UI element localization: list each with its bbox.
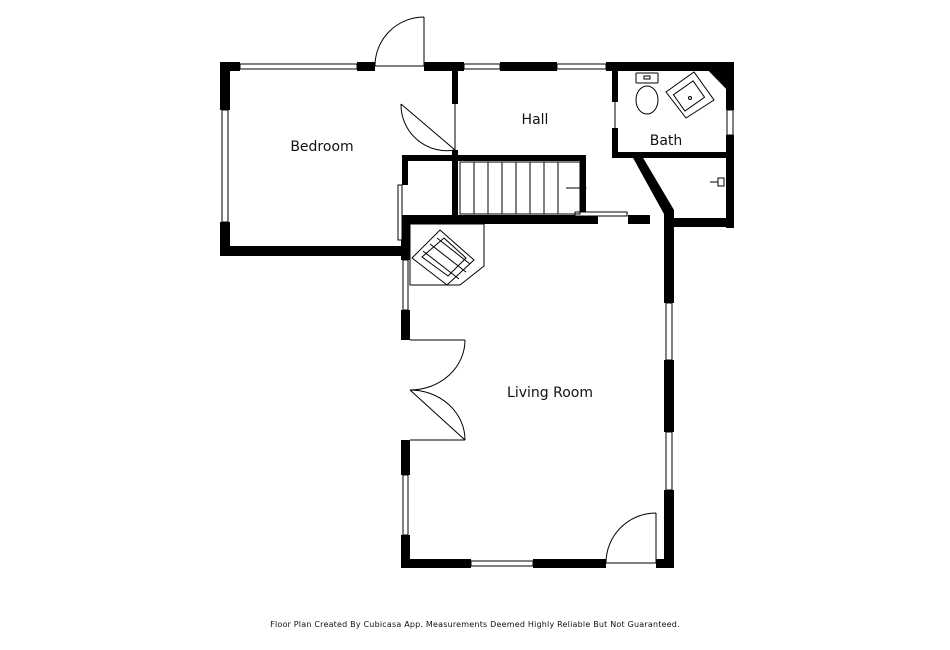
bath-south-wall [612, 152, 732, 158]
fireplace [409, 223, 485, 286]
stairs [459, 161, 587, 215]
bedroom-west-wall-top [220, 62, 230, 110]
living-north-wall-a [402, 215, 598, 224]
door-living-north-slide [574, 211, 628, 217]
living-south-wall-a [401, 559, 471, 568]
walls [220, 62, 734, 568]
stair-north-wall [455, 155, 585, 161]
living-east-wall-a [664, 218, 674, 303]
window-bath-east [726, 109, 734, 136]
door-entry-north [374, 16, 425, 67]
bedroom-south-wall [220, 246, 410, 256]
top-wall-mid-a [357, 62, 375, 71]
stair-east-wall [580, 155, 586, 215]
room-label-bedroom: Bedroom [290, 139, 353, 155]
hall-bath-wall [612, 62, 618, 102]
living-east-wall-b [664, 360, 674, 432]
closet-south-wall [664, 218, 734, 227]
bedroom-west-wall-bottom [220, 222, 230, 256]
living-south-wall-c [656, 559, 674, 568]
room-label-bath: Bath [650, 133, 683, 149]
living-north-wall-b [628, 215, 650, 224]
lobby-wall-west [402, 155, 408, 185]
window-hall-north-a [463, 63, 501, 70]
top-wall-mid-b [424, 62, 464, 71]
window-living-south [470, 560, 534, 567]
closet-fixture-icon [710, 177, 725, 187]
window-living-west-a [402, 259, 409, 311]
room-label-living-room: Living Room [507, 385, 593, 401]
lobby-wall-top [402, 155, 458, 161]
door-living-south [605, 512, 657, 564]
top-wall-mid-c [500, 62, 557, 71]
angled-wall [632, 156, 674, 224]
bath-east-wall-bottom [726, 135, 734, 228]
stair-arrow-head [579, 183, 587, 193]
living-west-wall-d [401, 535, 410, 567]
living-south-wall-b [533, 559, 606, 568]
top-wall-east [606, 62, 732, 71]
bedroom-hall-wall-bottom [452, 150, 458, 220]
living-east-wall-c [664, 490, 674, 567]
bedroom-hall-wall-top [452, 62, 458, 104]
hall-bath-wall-low [612, 128, 618, 158]
window-hall-north-b [556, 63, 607, 70]
living-west-wall-c [401, 440, 410, 475]
living-west-wall-b [401, 310, 410, 340]
door-closet-slide [397, 184, 403, 241]
toilet-icon [635, 72, 659, 115]
door-bedroom-hall [400, 103, 456, 152]
window-bedroom-north [239, 63, 358, 70]
window-bedroom-west [221, 109, 229, 223]
bath-fixtures [635, 71, 725, 187]
sink-icon [665, 71, 715, 119]
room-label-hall: Hall [522, 112, 549, 128]
footer-disclaimer: Floor Plan Created By Cubicasa App. Meas… [270, 620, 680, 629]
window-living-west-b [402, 474, 409, 536]
windows [221, 63, 734, 567]
living-west-wall-a [401, 215, 410, 260]
window-living-east-a [665, 302, 673, 361]
bath-corner-fill [700, 62, 732, 95]
door-living-west-double [409, 339, 466, 441]
window-living-east-b [665, 431, 673, 491]
